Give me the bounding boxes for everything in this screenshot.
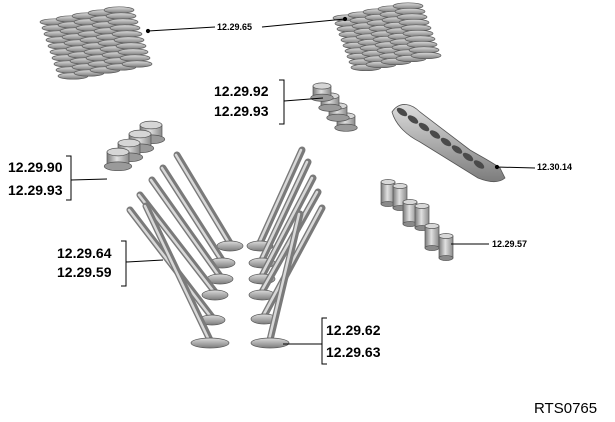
label-inlet-valves-a: 12.29.64 — [57, 245, 112, 261]
cam-lobe — [473, 160, 485, 169]
spring-coil — [105, 12, 137, 20]
spring-coil — [119, 54, 151, 62]
tappet-top — [392, 183, 408, 189]
figure-reference: RTS0765 — [534, 400, 598, 417]
tappets — [380, 179, 454, 261]
spring-coil — [111, 30, 143, 38]
valve-stem-highlight — [259, 160, 309, 262]
collets-left — [103, 120, 166, 172]
label-collets-left-b: 12.29.93 — [8, 182, 63, 198]
cam-lobe — [440, 137, 452, 147]
valve-stem-highlight — [259, 176, 314, 278]
spring-coil — [109, 24, 141, 32]
label-collets-upper-a: 12.29.92 — [214, 83, 269, 99]
tappet-bottom — [424, 245, 440, 251]
cam-lobe — [407, 115, 419, 124]
valve-springs-left — [39, 6, 153, 80]
valve-head — [250, 337, 290, 349]
valve-stem-highlight — [149, 178, 221, 278]
label-camshaft: 12.30.14 — [537, 162, 573, 172]
tappet-top — [414, 203, 430, 209]
inlet-valves — [126, 151, 244, 349]
collet-base — [326, 113, 350, 122]
label-collets-upper-b: 12.29.93 — [214, 103, 269, 119]
spring-coil — [107, 18, 139, 26]
cam-lobe — [451, 145, 463, 154]
tappet-top — [424, 223, 440, 229]
collets-upper — [310, 82, 358, 132]
valve-stem-highlight — [259, 190, 319, 294]
cam-lobe — [396, 107, 408, 117]
valve-stem-highlight — [257, 148, 303, 245]
cam-lobe — [462, 152, 474, 162]
cam-lobe — [418, 122, 430, 132]
tappet-top — [438, 233, 454, 239]
label-tappets: 12.29.57 — [492, 239, 528, 249]
tappet-body — [424, 225, 440, 249]
label-inlet-valves-b: 12.29.59 — [57, 264, 112, 280]
collet-top — [312, 82, 332, 90]
valve-head — [201, 289, 229, 301]
label-valve-springs: 12.29.65 — [217, 22, 253, 32]
exhaust-valves — [246, 146, 326, 349]
collet-base — [334, 123, 358, 132]
label-exhaust-valves-a: 12.29.62 — [326, 322, 381, 338]
valve-stem-highlight — [267, 212, 301, 342]
spring-coil — [121, 60, 153, 68]
valve-head — [190, 337, 230, 349]
spring-coil — [117, 48, 149, 56]
spring-coil — [410, 51, 442, 60]
tappet-top — [402, 199, 418, 205]
spring-coil — [115, 42, 147, 50]
collet-top — [117, 138, 141, 148]
valve-stem-highlight — [143, 204, 211, 342]
camshaft — [391, 104, 506, 183]
spring-coil — [103, 6, 135, 14]
collet-top — [106, 147, 130, 157]
valve-springs-right — [332, 2, 442, 72]
tappet-bottom — [438, 255, 454, 261]
tappet-top — [380, 179, 396, 185]
valve-stem-highlight — [160, 166, 223, 262]
spring-coil — [113, 36, 145, 44]
label-exhaust-valves-b: 12.29.63 — [326, 344, 381, 360]
collet-base — [103, 161, 133, 172]
collet-top — [139, 120, 163, 130]
label-collets-left-a: 12.29.90 — [8, 159, 63, 175]
valve-head — [216, 240, 244, 252]
tappet-body — [438, 235, 454, 259]
collet-base — [318, 103, 342, 112]
leader-lines — [66, 16, 536, 365]
collet-top — [128, 129, 152, 139]
valve-stem-highlight — [174, 153, 231, 245]
cam-lobe — [429, 130, 441, 139]
